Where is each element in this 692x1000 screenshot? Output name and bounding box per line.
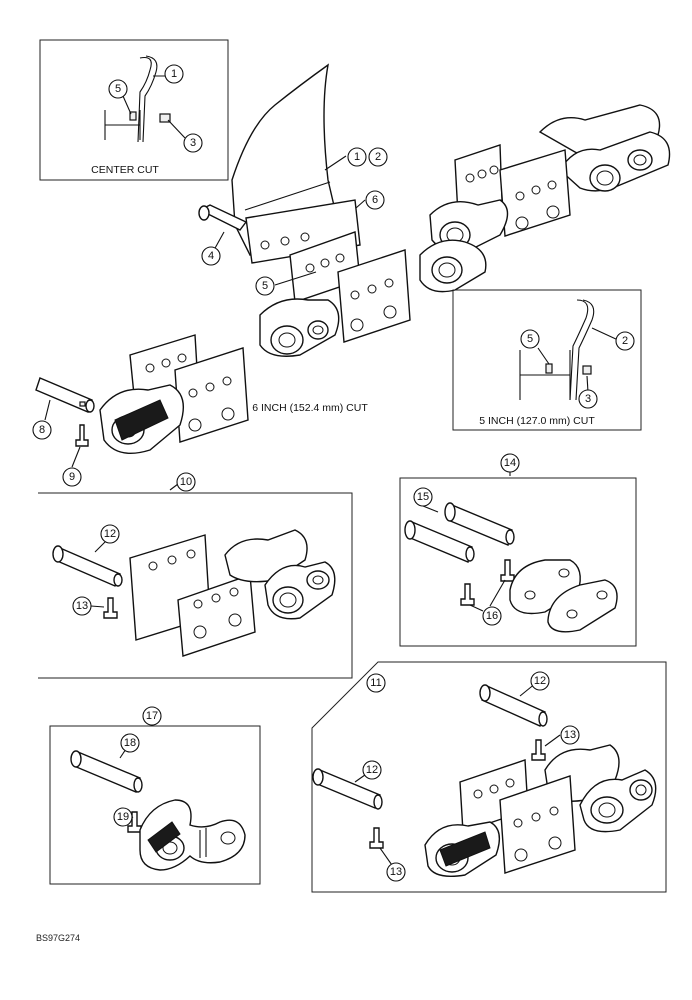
- callout-4: 4: [208, 250, 214, 262]
- callout-14: 14: [504, 457, 516, 469]
- callout-3: 3: [585, 393, 591, 405]
- inset-14: [399, 471, 637, 647]
- callout-15: 15: [417, 491, 429, 503]
- callout-12: 12: [104, 528, 116, 540]
- five-inch-cut-caption: 5 INCH (127.0 mm) CUT: [479, 415, 595, 427]
- callout-5: 5: [262, 280, 268, 292]
- callout-18: 18: [124, 737, 136, 749]
- main-chain-assembly: 6 INCH (152.4 mm) CUT: [35, 63, 671, 454]
- callout-16: 16: [486, 610, 498, 622]
- callout-8: 8: [39, 424, 45, 436]
- figure-code: BS97G274: [36, 933, 80, 943]
- callout-2: 2: [375, 151, 381, 163]
- callout-5: 5: [527, 333, 533, 345]
- callout-9: 9: [69, 471, 75, 483]
- callout-5: 5: [115, 83, 121, 95]
- callout-10: 10: [180, 476, 192, 488]
- callout-1: 1: [354, 151, 360, 163]
- inset-11: [311, 661, 667, 893]
- callout-13: 13: [76, 600, 88, 612]
- callout-17: 17: [146, 710, 158, 722]
- callout-1: 1: [171, 68, 177, 80]
- callout-12: 12: [366, 764, 378, 776]
- inset-10: [38, 483, 353, 679]
- callout-2: 2: [622, 335, 628, 347]
- callout-11: 11: [370, 677, 381, 689]
- five-inch-cut-inset: 5 INCH (127.0 mm) CUT: [452, 289, 642, 431]
- callout-13: 13: [390, 866, 402, 878]
- callout-19: 19: [117, 811, 129, 823]
- callout-13: 13: [564, 729, 576, 741]
- six-inch-cut-caption: 6 INCH (152.4 mm) CUT: [252, 402, 368, 414]
- callout-6: 6: [372, 194, 378, 206]
- callout-12: 12: [534, 675, 546, 687]
- callouts: 1 5 3 1 2 6 4 5 5 2 3 8 9 10 12 13 14 15: [32, 64, 635, 882]
- center-cut-caption: CENTER CUT: [91, 164, 159, 176]
- center-cut-inset: CENTER CUT: [39, 39, 229, 181]
- callout-3: 3: [190, 137, 196, 149]
- inset-17: [49, 725, 261, 885]
